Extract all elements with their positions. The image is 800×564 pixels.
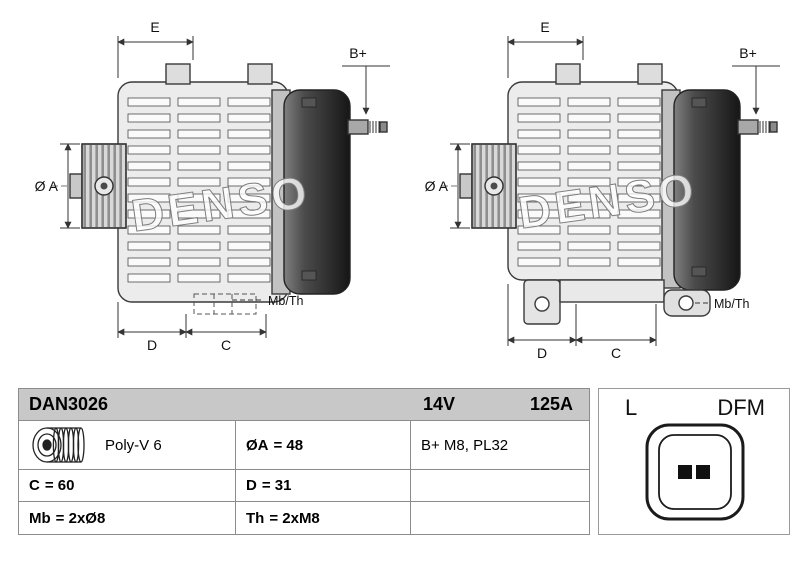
pulley-icon <box>32 427 85 463</box>
terminal-spec: B+ M8, PL32 <box>421 436 509 454</box>
bplus-terminal-stud <box>347 119 369 135</box>
d-cell: D= 31 <box>236 470 411 502</box>
oa-cell: ØA= 48 <box>236 421 411 470</box>
dimension-lines <box>60 36 390 338</box>
connector-diagram <box>645 423 745 521</box>
dim-label-e: E <box>150 19 159 35</box>
dim-label-c: C <box>611 345 621 361</box>
spec-table-header: DAN3026 14V 125A <box>19 389 589 421</box>
bplus-terminal-stud <box>737 119 759 135</box>
alternator-body <box>52 63 388 315</box>
dim-label-mbth: Mb/Th <box>714 297 749 311</box>
dim-label-d: D <box>537 345 547 361</box>
mounting-foot-hidden-lines <box>193 293 257 315</box>
c-key: C <box>29 477 40 494</box>
dim-label-oa: Ø A <box>425 178 449 194</box>
alternator-drawing-mount-view: DENSO E B+ Ø A Mb/Th D C <box>425 19 780 361</box>
voltage-rating: 14V <box>423 394 456 414</box>
c-cell: C= 60 <box>19 470 236 502</box>
dim-label-oa: Ø A <box>35 178 59 194</box>
dim-label-c: C <box>221 337 231 353</box>
spec-row-1: Poly-V 6 ØA= 48 B+ M8, PL32 <box>19 421 589 470</box>
alternator-drawing-front-view: DENSO E B+ Ø A Mb/Th D C <box>35 19 390 353</box>
dim-label-bplus: B+ <box>739 45 757 61</box>
mounting-lugs <box>523 279 711 325</box>
dim-label-d: D <box>147 337 157 353</box>
alternator-body <box>442 63 778 325</box>
current-rating: 125A <box>529 394 573 414</box>
terminal-cell: B+ M8, PL32 <box>411 421 589 470</box>
d-key: D <box>246 477 257 494</box>
connector-pins <box>678 465 710 479</box>
dimension-lines <box>450 36 780 346</box>
shaft <box>69 173 83 199</box>
cooling-fins <box>126 94 276 286</box>
c-value: = 60 <box>44 477 75 494</box>
mb-value: = 2xØ8 <box>55 509 106 527</box>
oa-key: ØA <box>246 436 269 454</box>
oa-value: = 48 <box>273 436 304 454</box>
connector-terminal-l: L <box>625 395 638 420</box>
connector-panel: L DFM <box>598 388 790 535</box>
spec-row-3: Mb= 2xØ8 Th= 2xM8 <box>19 502 589 534</box>
poly-v-pulley <box>471 143 517 229</box>
cooling-fins <box>516 94 666 270</box>
connector-terminal-dfm: DFM <box>717 395 765 420</box>
th-key: Th <box>246 509 265 527</box>
spec-row-2: C= 60 D= 31 <box>19 470 589 502</box>
shaft <box>459 173 473 199</box>
mb-key: Mb <box>29 509 51 527</box>
dim-label-e: E <box>540 19 549 35</box>
pulley-type: Poly-V 6 <box>105 436 162 454</box>
mb-cell: Mb= 2xØ8 <box>19 502 236 534</box>
poly-v-pulley <box>81 143 127 229</box>
dim-label-mbth: Mb/Th <box>268 294 303 308</box>
part-number: DAN3026 <box>29 394 109 414</box>
dim-label-bplus: B+ <box>349 45 367 61</box>
spec-table: DAN3026 14V 125A Poly-V 6 <box>18 388 590 535</box>
d-value: = 31 <box>261 477 292 494</box>
th-cell: Th= 2xM8 <box>236 502 411 534</box>
th-value: = 2xM8 <box>269 509 320 527</box>
pulley-cell: Poly-V 6 <box>19 421 236 470</box>
